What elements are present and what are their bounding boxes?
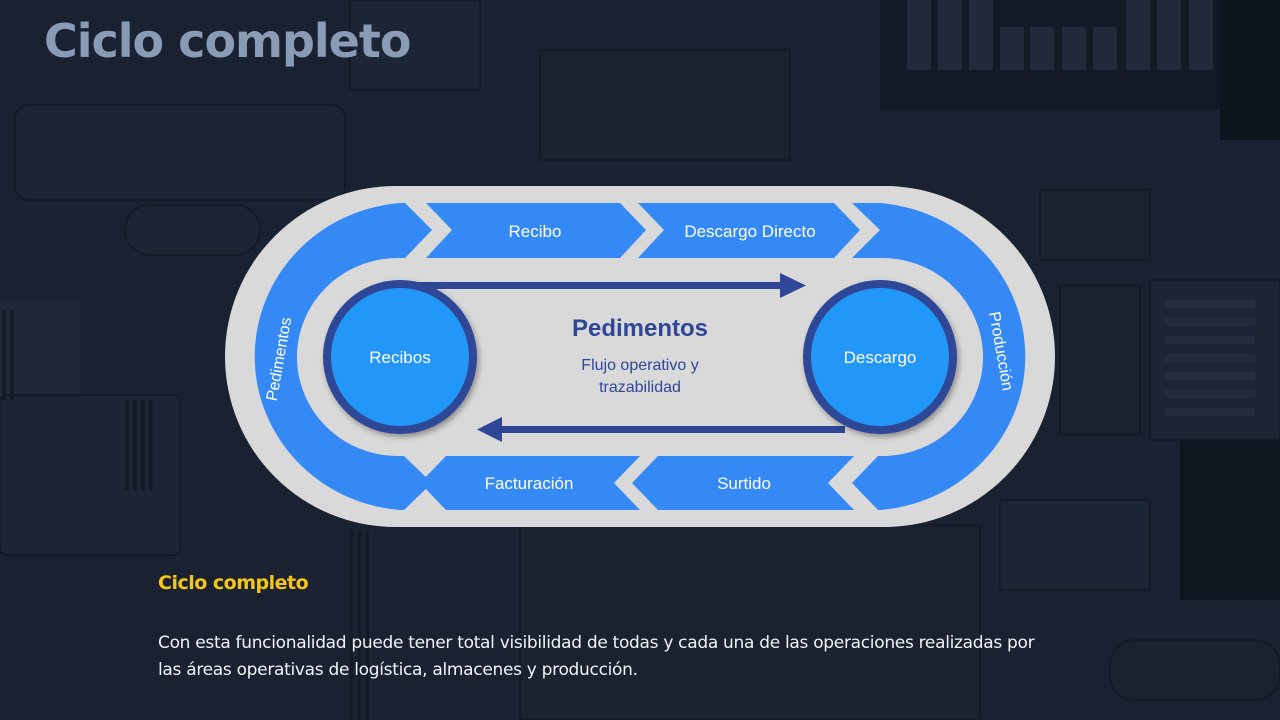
description-heading: Ciclo completo [158, 572, 309, 594]
bottom-segment-surtido[interactable] [632, 456, 854, 510]
description-text: Con esta funcionalidad puede tener total… [158, 633, 1035, 680]
top-segment-label-descargo-directo: Descargo Directo [684, 222, 815, 241]
slide-title: Ciclo completo [44, 14, 411, 68]
right-circle-label: Descargo [844, 348, 917, 367]
center-subtitle-line1: Flujo operativo y [581, 357, 698, 374]
top-segment-label-recibo: Recibo [509, 222, 562, 241]
left-circle-label: Recibos [369, 348, 430, 367]
left-arc-segment[interactable] [254, 203, 432, 510]
center-title: Pedimentos [572, 315, 708, 342]
top-arrow-right-icon [405, 273, 806, 298]
center-subtitle-line2: trazabilidad [599, 379, 681, 396]
right-circle-descargo[interactable] [803, 280, 957, 434]
left-circle-recibos[interactable] [323, 280, 477, 434]
outer-ring-frame [225, 186, 1055, 527]
top-segment-recibo[interactable] [426, 203, 646, 258]
top-segment-descargo-directo[interactable] [638, 203, 860, 258]
bottom-segment-facturacion[interactable] [420, 456, 640, 510]
right-arc-segment[interactable] [852, 203, 1026, 510]
bottom-segment-label-facturacion: Facturación [485, 474, 574, 493]
bottom-arrow-left-icon [477, 417, 845, 442]
bottom-segment-label-surtido: Surtido [717, 474, 771, 493]
